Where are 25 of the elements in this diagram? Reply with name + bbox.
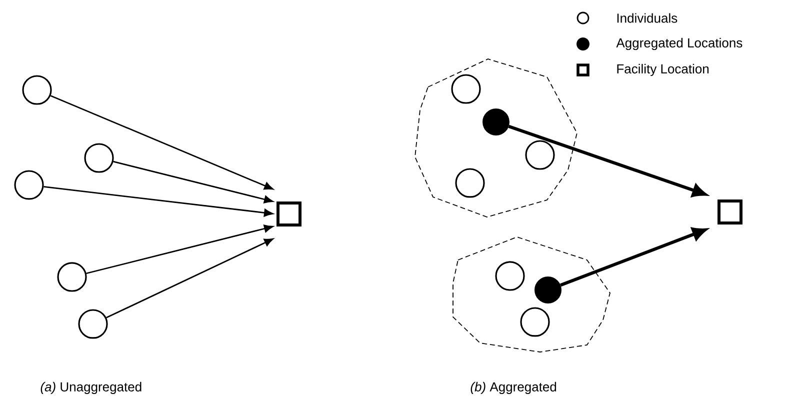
facility-square xyxy=(276,202,302,226)
open-circle xyxy=(451,74,481,104)
open-circle xyxy=(57,262,87,292)
open-circle xyxy=(14,170,44,200)
open-circle xyxy=(455,168,485,198)
arrow xyxy=(106,238,274,318)
open-circle xyxy=(520,307,550,337)
open-circle xyxy=(22,75,52,105)
legend-label: Individuals xyxy=(617,13,678,23)
dashed-cluster xyxy=(414,58,578,218)
legend-label: Aggregated Locations xyxy=(616,38,742,50)
arrow xyxy=(86,224,274,274)
filled-circle xyxy=(534,276,562,304)
filled-circle xyxy=(482,108,510,136)
panel-caption: (a) Unaggregated xyxy=(40,382,142,394)
arrow xyxy=(44,186,274,217)
dashed-cluster xyxy=(452,236,610,352)
panel-caption: (b) Aggregated xyxy=(470,382,556,394)
open-circle xyxy=(84,143,114,173)
open-circle xyxy=(495,261,525,291)
arrow xyxy=(113,160,274,204)
arrow xyxy=(50,95,274,190)
open-circle xyxy=(78,309,108,339)
facility-square xyxy=(718,200,742,224)
legend-label: Facility Location xyxy=(617,64,709,76)
